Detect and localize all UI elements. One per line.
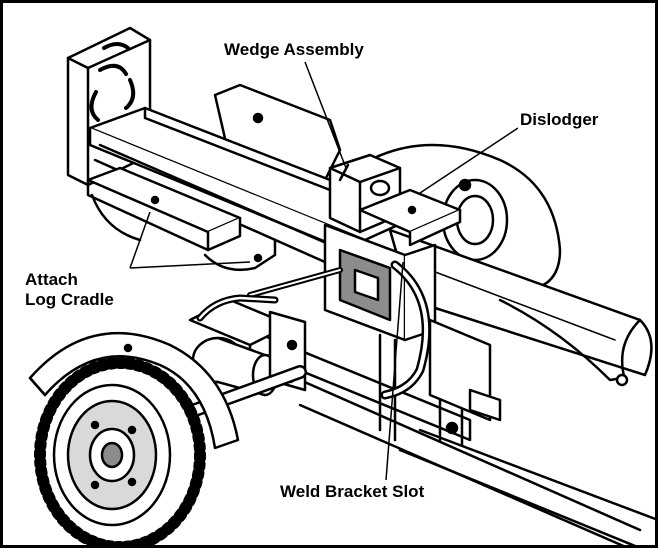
wheel xyxy=(34,357,206,548)
log-cradle-bracket xyxy=(86,166,277,272)
hydraulic-hose xyxy=(380,260,431,400)
leader-attach-2 xyxy=(129,261,251,269)
dislodger xyxy=(358,188,462,247)
leader-dislodger xyxy=(419,127,519,194)
leader-wedge-assembly xyxy=(304,61,347,169)
label-dislodger: Dislodger xyxy=(518,110,601,129)
fender xyxy=(28,331,240,450)
label-log-cradle: Log Cradle xyxy=(23,290,116,309)
label-weld-bracket-slot: Weld Bracket Slot xyxy=(278,482,427,501)
control-valve xyxy=(188,267,343,397)
label-wedge-assembly: Wedge Assembly xyxy=(222,40,366,59)
leader-attach-1 xyxy=(129,211,151,269)
lower-frame xyxy=(428,318,502,447)
leader-lines xyxy=(129,61,519,481)
hydraulic-cylinder xyxy=(388,228,653,387)
label-attach: Attach xyxy=(23,270,80,289)
leader-weld-bracket-slot xyxy=(385,261,404,481)
